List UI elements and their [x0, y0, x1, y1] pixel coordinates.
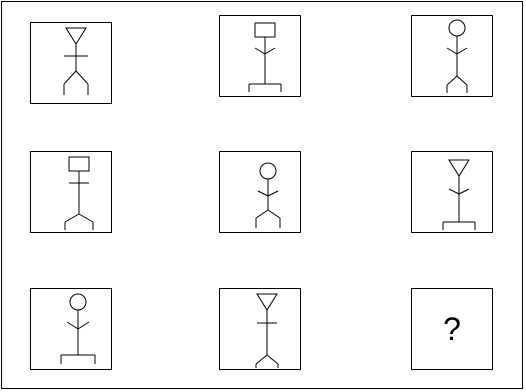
- puzzle-cell-7: [30, 288, 112, 370]
- puzzle-cell-2: [219, 15, 301, 97]
- circle-head-stick-figure: [31, 289, 111, 369]
- puzzle-cell-1: [30, 22, 112, 104]
- square-head-stick-figure: [31, 152, 111, 232]
- puzzle-cell-5: [219, 151, 301, 233]
- square-head-stick-figure: [220, 16, 300, 96]
- puzzle-cell-3: [411, 15, 493, 97]
- puzzle-cell-9-answer[interactable]: ?: [411, 288, 493, 370]
- triangle-head-stick-figure: [31, 23, 111, 103]
- question-mark: ?: [412, 289, 492, 369]
- triangle-head-stick-figure: [412, 152, 492, 232]
- circle-head-stick-figure: [412, 16, 492, 96]
- puzzle-cell-6: [411, 151, 493, 233]
- circle-head-stick-figure: [220, 152, 300, 232]
- triangle-head-stick-figure: [220, 289, 300, 369]
- puzzle-cell-8: [219, 288, 301, 370]
- puzzle-cell-4: [30, 151, 112, 233]
